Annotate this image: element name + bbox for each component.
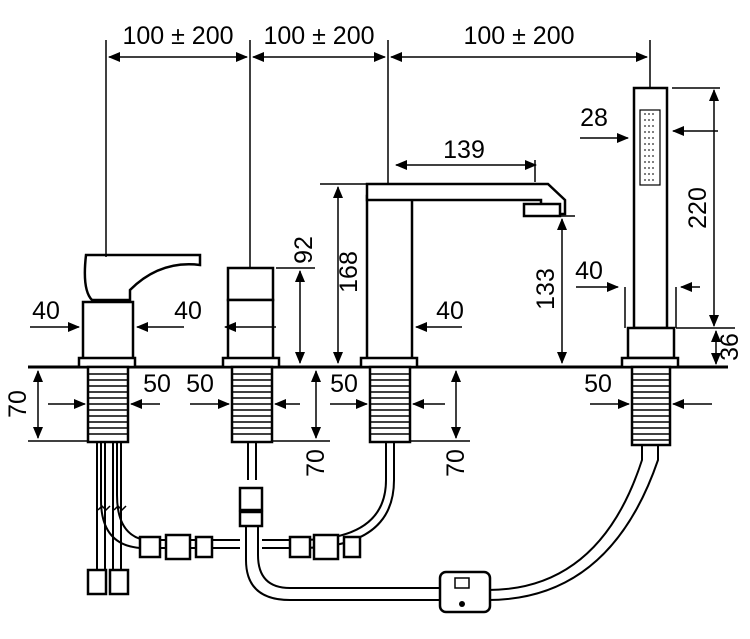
dim-spacing-2: 100 ± 200 bbox=[263, 22, 374, 50]
dim-spout-body-width: 40 bbox=[436, 297, 464, 325]
dim-shank-mixer: 50 bbox=[143, 370, 171, 398]
dim-spout-outlet-height: 133 bbox=[532, 268, 560, 310]
dim-spout-height: 168 bbox=[335, 251, 363, 293]
dim-thread-mixer: 70 bbox=[4, 390, 32, 418]
bath-spout bbox=[359, 40, 567, 369]
dim-thread-spout: 70 bbox=[442, 449, 470, 477]
diverter-control bbox=[221, 40, 281, 369]
dim-spacing-1: 100 ± 200 bbox=[122, 22, 233, 50]
dim-holder-width: 40 bbox=[575, 257, 603, 285]
dim-shank-holder: 50 bbox=[584, 370, 612, 398]
dim-spacing-3: 100 ± 200 bbox=[463, 22, 574, 50]
dim-spout-reach: 139 bbox=[443, 136, 485, 164]
hand-shower bbox=[620, 40, 680, 369]
single-lever-mixer bbox=[77, 40, 202, 369]
dimension-lines bbox=[28, 52, 735, 442]
supply-hoses bbox=[86, 442, 659, 614]
dim-holder-height: 36 bbox=[716, 333, 744, 361]
dim-handshower-width: 28 bbox=[580, 104, 608, 132]
dim-mixer-body-width: 40 bbox=[32, 297, 60, 325]
dim-shank-spout: 50 bbox=[330, 370, 358, 398]
threaded-shanks bbox=[86, 365, 672, 447]
dim-thread-control: 70 bbox=[302, 449, 330, 477]
dim-control-body-width: 40 bbox=[174, 297, 202, 325]
dim-shank-control: 50 bbox=[186, 370, 214, 398]
dim-handshower-length: 220 bbox=[684, 187, 712, 229]
dim-control-height: 92 bbox=[290, 236, 318, 264]
